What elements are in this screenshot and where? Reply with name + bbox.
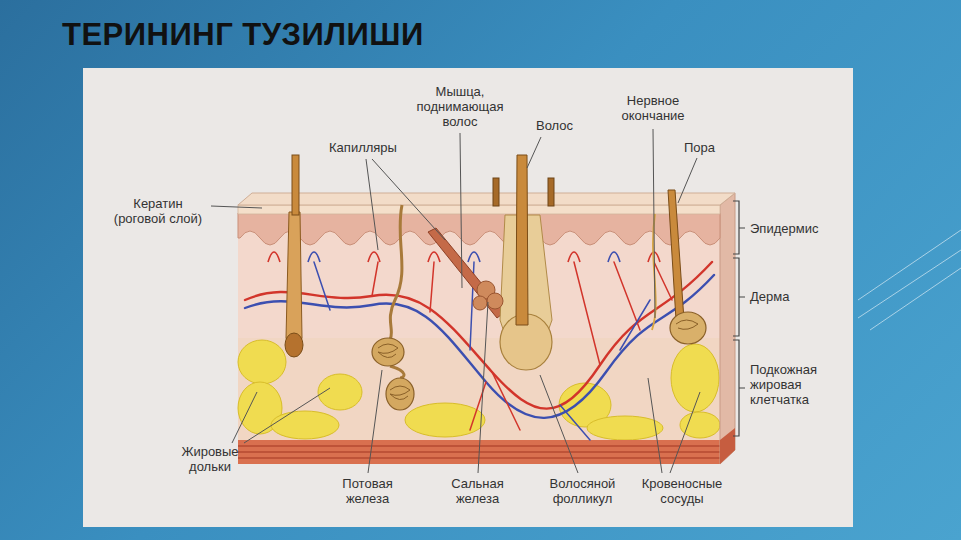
part-label: Кровеносные сосуды bbox=[632, 476, 732, 506]
part-label: Жировые дольки bbox=[170, 444, 250, 474]
layer-label: Подкожная жировая клетчатка bbox=[750, 362, 845, 407]
part-label: Волосяной фолликул bbox=[535, 476, 630, 506]
slide-title: ТЕРИНИНГ ТУЗИЛИШИ bbox=[62, 17, 424, 53]
part-label: Потовая железа bbox=[330, 476, 405, 506]
part-label: Пора bbox=[684, 140, 728, 155]
part-label: Волос bbox=[536, 118, 586, 133]
layer-label: Эпидермис bbox=[750, 221, 850, 236]
part-label: Мышца, поднимающая волос bbox=[415, 84, 505, 129]
part-label: Сальная железа bbox=[440, 476, 515, 506]
part-label: Нервное окончание bbox=[612, 93, 694, 123]
layer-label: Кератин (роговой слой) bbox=[110, 196, 206, 226]
layer-label: Дерма bbox=[750, 289, 850, 304]
part-label: Капилляры bbox=[318, 140, 408, 155]
